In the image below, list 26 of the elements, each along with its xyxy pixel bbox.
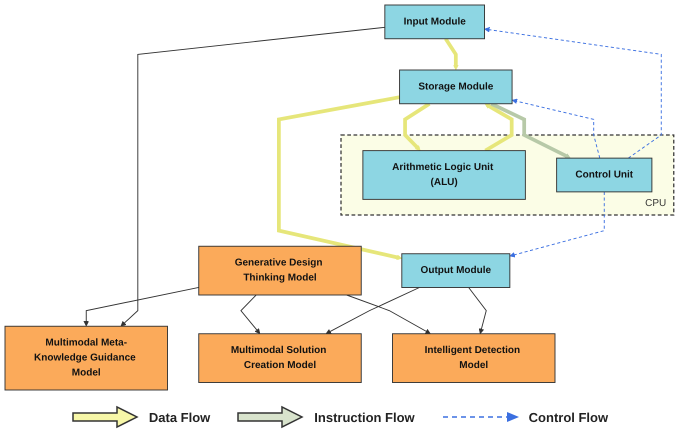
legend-label: Control Flow [528,410,608,424]
arrow [326,287,420,334]
process-box: Input Module [384,4,486,40]
process-box: Multimodal Meta-Knowledge Guidance Model [4,326,168,390]
arrow [84,286,200,326]
process-box: Intelligent Detection Model [392,333,556,383]
arrow [468,287,487,334]
arrow [240,294,260,334]
arrow [484,103,514,152]
process-box: Output Module [401,253,510,288]
arrow [510,191,605,258]
arrow [277,95,402,260]
legend-label: Data Flow [148,410,210,424]
process-box: Control Unit [556,158,652,192]
process-box: Multimodal Solution Creation Model [198,333,362,383]
arrow [484,27,662,159]
process-box: Generative Design Thinking Model [198,246,362,296]
arrow [120,26,386,326]
arrow [490,102,571,159]
arrow [403,102,431,151]
process-box: Storage Module [399,70,513,104]
process-box: Arithmetic Logic Unit (ALU) [362,150,526,200]
arrow [444,38,459,70]
legend-label: Instruction Flow [314,410,415,424]
arrow [346,294,431,334]
arrow [512,98,600,159]
